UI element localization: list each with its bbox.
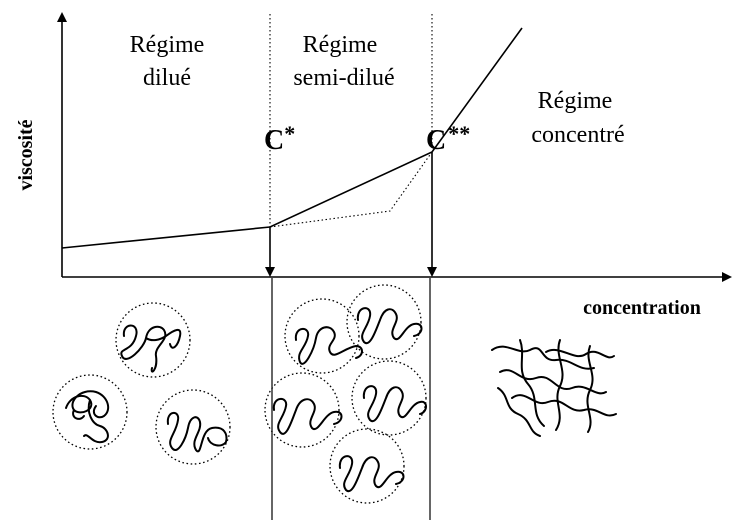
dilute-coil-2: [52, 374, 128, 450]
semi-dilute-coil-3: [264, 372, 343, 448]
svg-text:C**: C**: [426, 121, 470, 156]
viscosity-curve-dotted-branch: [269, 151, 433, 228]
regime-dilute-line2: dilué: [143, 65, 191, 91]
semi-dilute-coil-1: [284, 298, 363, 374]
semi-dilute-coil-5: [329, 428, 405, 504]
c-star-label: C*: [264, 121, 295, 156]
y-axis-label: viscosité: [15, 119, 37, 190]
semi-dilute-coil-4: [351, 360, 427, 436]
regime-concentrated-line1: Régime: [538, 88, 613, 114]
regime-semi-dilute-line2: semi-dilué: [293, 65, 394, 91]
svg-text:C*: C*: [264, 121, 295, 156]
c-double-star-label: C**: [426, 121, 470, 156]
dilute-coil-3: [155, 389, 231, 465]
viscosity-curve: [61, 27, 523, 249]
regime-semi-dilute-line1: Régime: [303, 32, 378, 58]
dilute-coil-1: [115, 302, 191, 378]
regime-dilute-line1: Régime: [130, 32, 205, 58]
regime-concentrated-line2: concentré: [531, 122, 624, 148]
concentrated-entangled-chains: [491, 339, 617, 437]
semi-dilute-coil-2: [346, 284, 423, 360]
x-axis-label: concentration: [583, 297, 701, 319]
